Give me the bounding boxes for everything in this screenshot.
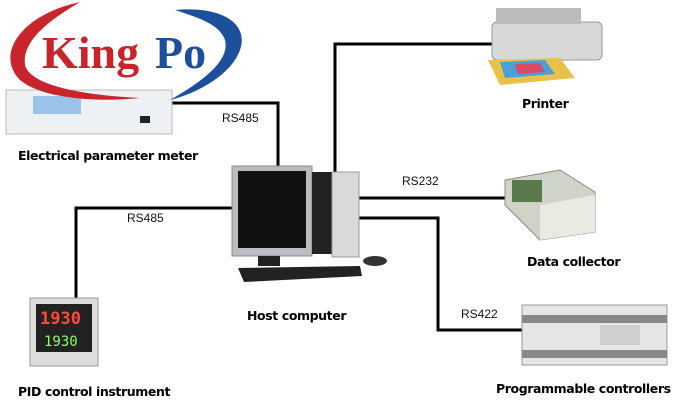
svg-text:Po: Po bbox=[155, 27, 206, 78]
collector-label: Data collector bbox=[527, 254, 621, 269]
plc-bus-label: RS422 bbox=[461, 307, 498, 321]
plc-connection-line bbox=[358, 216, 526, 332]
pid-bus-label: RS485 bbox=[127, 211, 164, 225]
plc-image bbox=[521, 304, 668, 366]
printer-connection-line bbox=[333, 42, 492, 172]
plc-label: Programmable controllers bbox=[496, 381, 671, 396]
meter-connection-line bbox=[172, 101, 280, 166]
kingpo-logo: King Po bbox=[10, 2, 242, 100]
meter-label: Electrical parameter meter bbox=[18, 148, 198, 163]
collector-bus-label: RS232 bbox=[402, 174, 439, 188]
printer-label: Printer bbox=[522, 96, 569, 111]
svg-text:1930: 1930 bbox=[40, 309, 81, 329]
pid-connection-line bbox=[74, 206, 232, 300]
svg-text:1930: 1930 bbox=[44, 334, 78, 350]
printer-image bbox=[488, 8, 603, 85]
pid-label: PID control instrument bbox=[18, 384, 171, 399]
data-collector-image bbox=[504, 169, 596, 241]
pid-instrument-image: 1930 1930 bbox=[29, 297, 99, 367]
meter-bus-label: RS485 bbox=[222, 111, 259, 125]
host-label: Host computer bbox=[247, 308, 347, 323]
svg-text:King: King bbox=[42, 27, 139, 78]
host-computer-image bbox=[231, 165, 387, 282]
